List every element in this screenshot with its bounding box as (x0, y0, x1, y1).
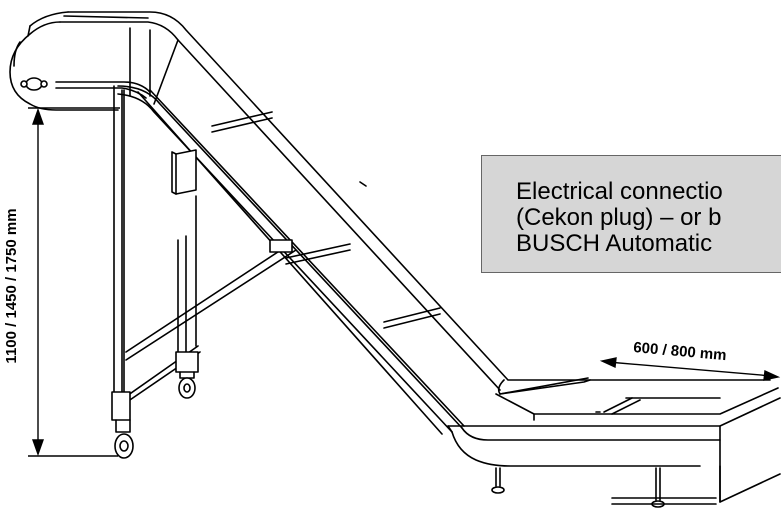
castor-wheels (114, 371, 196, 459)
width-dimension-label: 600 / 800 mm (633, 339, 728, 364)
support-frame (111, 85, 297, 421)
note-line-1: Electrical connectio (516, 178, 723, 205)
width-dimension (599, 357, 781, 381)
note-line-3: BUSCH Automatic (516, 230, 713, 257)
electrical-connection-note: Electrical connectio (Cekon plug) – or b… (481, 155, 781, 273)
collection-trough (447, 377, 781, 503)
drive-motor (171, 149, 197, 195)
incline-near-rails (117, 85, 721, 467)
conveyor-head (9, 11, 151, 111)
leveling-feet (491, 467, 717, 508)
height-dimension (28, 107, 120, 457)
height-dimension-label: 1100 / 1450 / 1750 mm (3, 208, 20, 363)
note-line-2: (Cekon plug) – or b (516, 204, 722, 231)
belt-slats (153, 39, 441, 329)
